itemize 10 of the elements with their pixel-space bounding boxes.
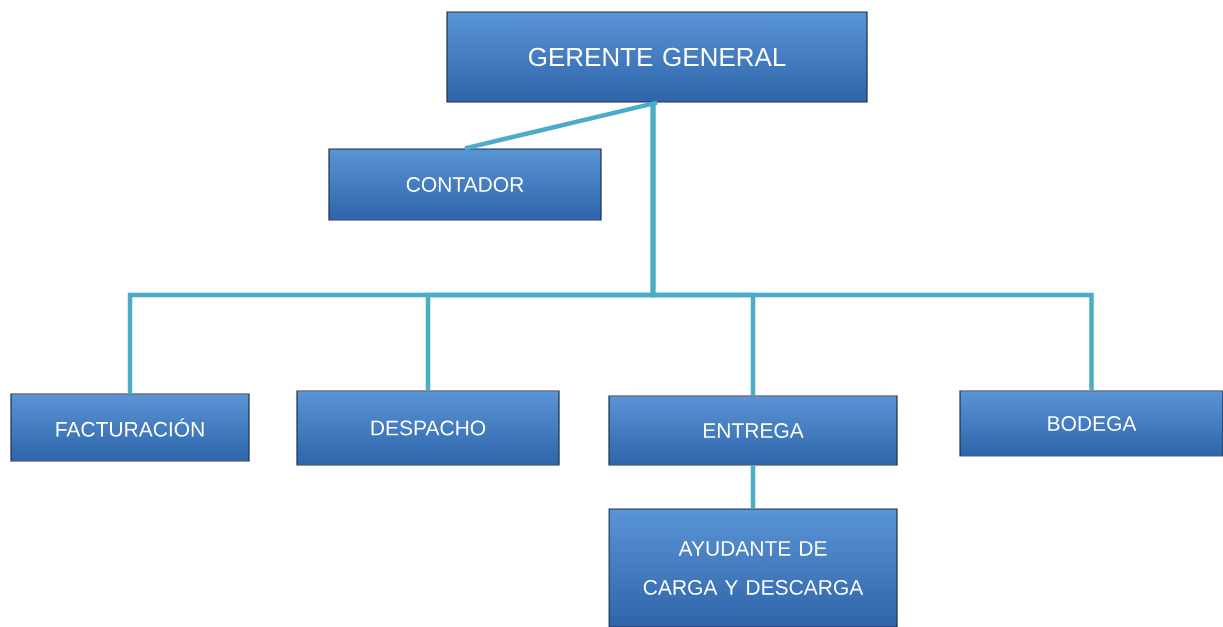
org-box: FACTURACIÓN (10, 393, 250, 462)
org-box: CONTADOR (328, 148, 602, 221)
org-box: AYUDANTE DE CARGA Y DESCARGA (608, 508, 898, 627)
connector-line (750, 465, 756, 509)
org-box: BODEGA (959, 390, 1223, 457)
org-box: ENTREGA (608, 395, 898, 466)
connector-line (464, 100, 658, 151)
connector-line (650, 102, 1094, 391)
org-box: GERENTE GENERAL (446, 11, 868, 103)
org-box: DESPACHO (296, 390, 560, 466)
